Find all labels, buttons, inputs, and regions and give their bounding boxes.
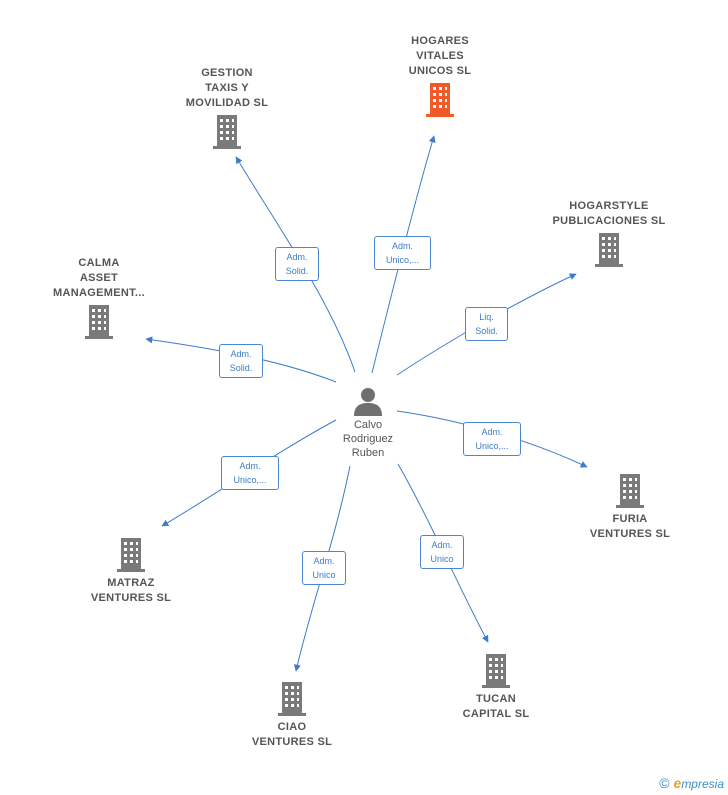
brand-name: mpresia xyxy=(681,777,724,791)
person-icon xyxy=(354,388,382,416)
footer-brand: ©empresia xyxy=(659,775,724,791)
company-furia[interactable]: FURIA VENTURES SL xyxy=(555,470,705,542)
company-tucan[interactable]: TUCAN CAPITAL SL xyxy=(421,650,571,722)
role-label-matraz[interactable]: Adm. Unico,... xyxy=(221,456,279,490)
person-name: Calvo Rodriguez Ruben xyxy=(342,419,394,459)
company-calma[interactable]: CALMA ASSET MANAGEMENT... xyxy=(24,256,174,343)
company-hogares[interactable]: HOGARES VITALES UNICOS SL xyxy=(365,34,515,121)
person-node[interactable]: Calvo Rodriguez Ruben xyxy=(326,386,410,460)
company-name: HOGARSTYLE PUBLICACIONES SL xyxy=(552,200,666,227)
company-name: FURIA VENTURES SL xyxy=(589,513,671,540)
building-icon xyxy=(595,233,623,267)
company-name: CIAO VENTURES SL xyxy=(251,721,333,748)
brand-e-logo: e xyxy=(673,775,682,791)
company-name: CALMA ASSET MANAGEMENT... xyxy=(53,257,145,299)
company-gestion[interactable]: GESTION TAXIS Y MOVILIDAD SL xyxy=(152,66,302,153)
copyright-symbol: © xyxy=(659,775,670,791)
role-label-tucan[interactable]: Adm. Unico xyxy=(420,535,464,569)
company-name: GESTION TAXIS Y MOVILIDAD SL xyxy=(185,67,269,109)
company-name: HOGARES VITALES UNICOS SL xyxy=(408,35,472,77)
company-ciao[interactable]: CIAO VENTURES SL xyxy=(217,678,367,750)
company-hogarstyle[interactable]: HOGARSTYLE PUBLICACIONES SL xyxy=(534,199,684,271)
role-label-ciao[interactable]: Adm. Unico xyxy=(302,551,346,585)
building-icon xyxy=(85,305,113,339)
role-label-calma[interactable]: Adm. Solid. xyxy=(219,344,263,378)
role-label-hogarstyle[interactable]: Liq. Solid. xyxy=(465,307,508,341)
building-icon xyxy=(482,654,510,688)
building-icon xyxy=(117,538,145,572)
building-icon xyxy=(278,682,306,716)
company-name: MATRAZ VENTURES SL xyxy=(90,577,172,604)
role-label-hogares[interactable]: Adm. Unico,... xyxy=(374,236,431,270)
building-icon xyxy=(426,83,454,117)
company-name: TUCAN CAPITAL SL xyxy=(462,693,530,720)
building-icon xyxy=(616,474,644,508)
company-matraz[interactable]: MATRAZ VENTURES SL xyxy=(56,534,206,606)
role-label-furia[interactable]: Adm. Unico,... xyxy=(463,422,521,456)
role-label-gestion[interactable]: Adm. Solid. xyxy=(275,247,319,281)
building-icon xyxy=(213,115,241,149)
